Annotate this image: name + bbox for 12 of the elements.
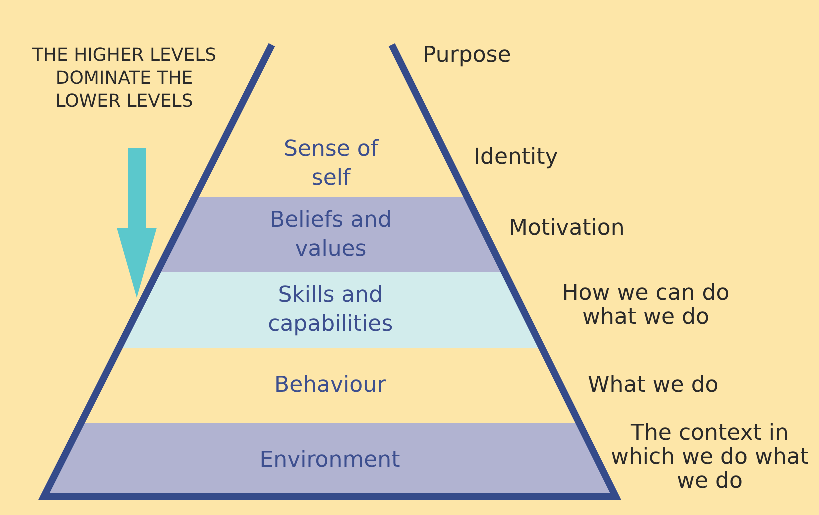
level-name: Behaviour	[273, 372, 388, 400]
level-description: The context in which we do what we do	[610, 422, 810, 494]
level-name: Beliefs and values	[268, 206, 393, 264]
level-description: What we do	[588, 374, 719, 398]
note-text: THE HIGHER LEVELS DOMINATE THE LOWER LEVELS	[31, 44, 218, 113]
level-description: Purpose	[423, 44, 512, 68]
level-description: How we can do what we do	[561, 282, 731, 330]
level-name: Skills and capabilities	[267, 282, 394, 339]
level-name: Sense of self	[282, 136, 380, 192]
level-description: Identity	[474, 146, 558, 170]
level-description: Motivation	[509, 217, 625, 241]
level-name: Environment	[258, 446, 402, 474]
